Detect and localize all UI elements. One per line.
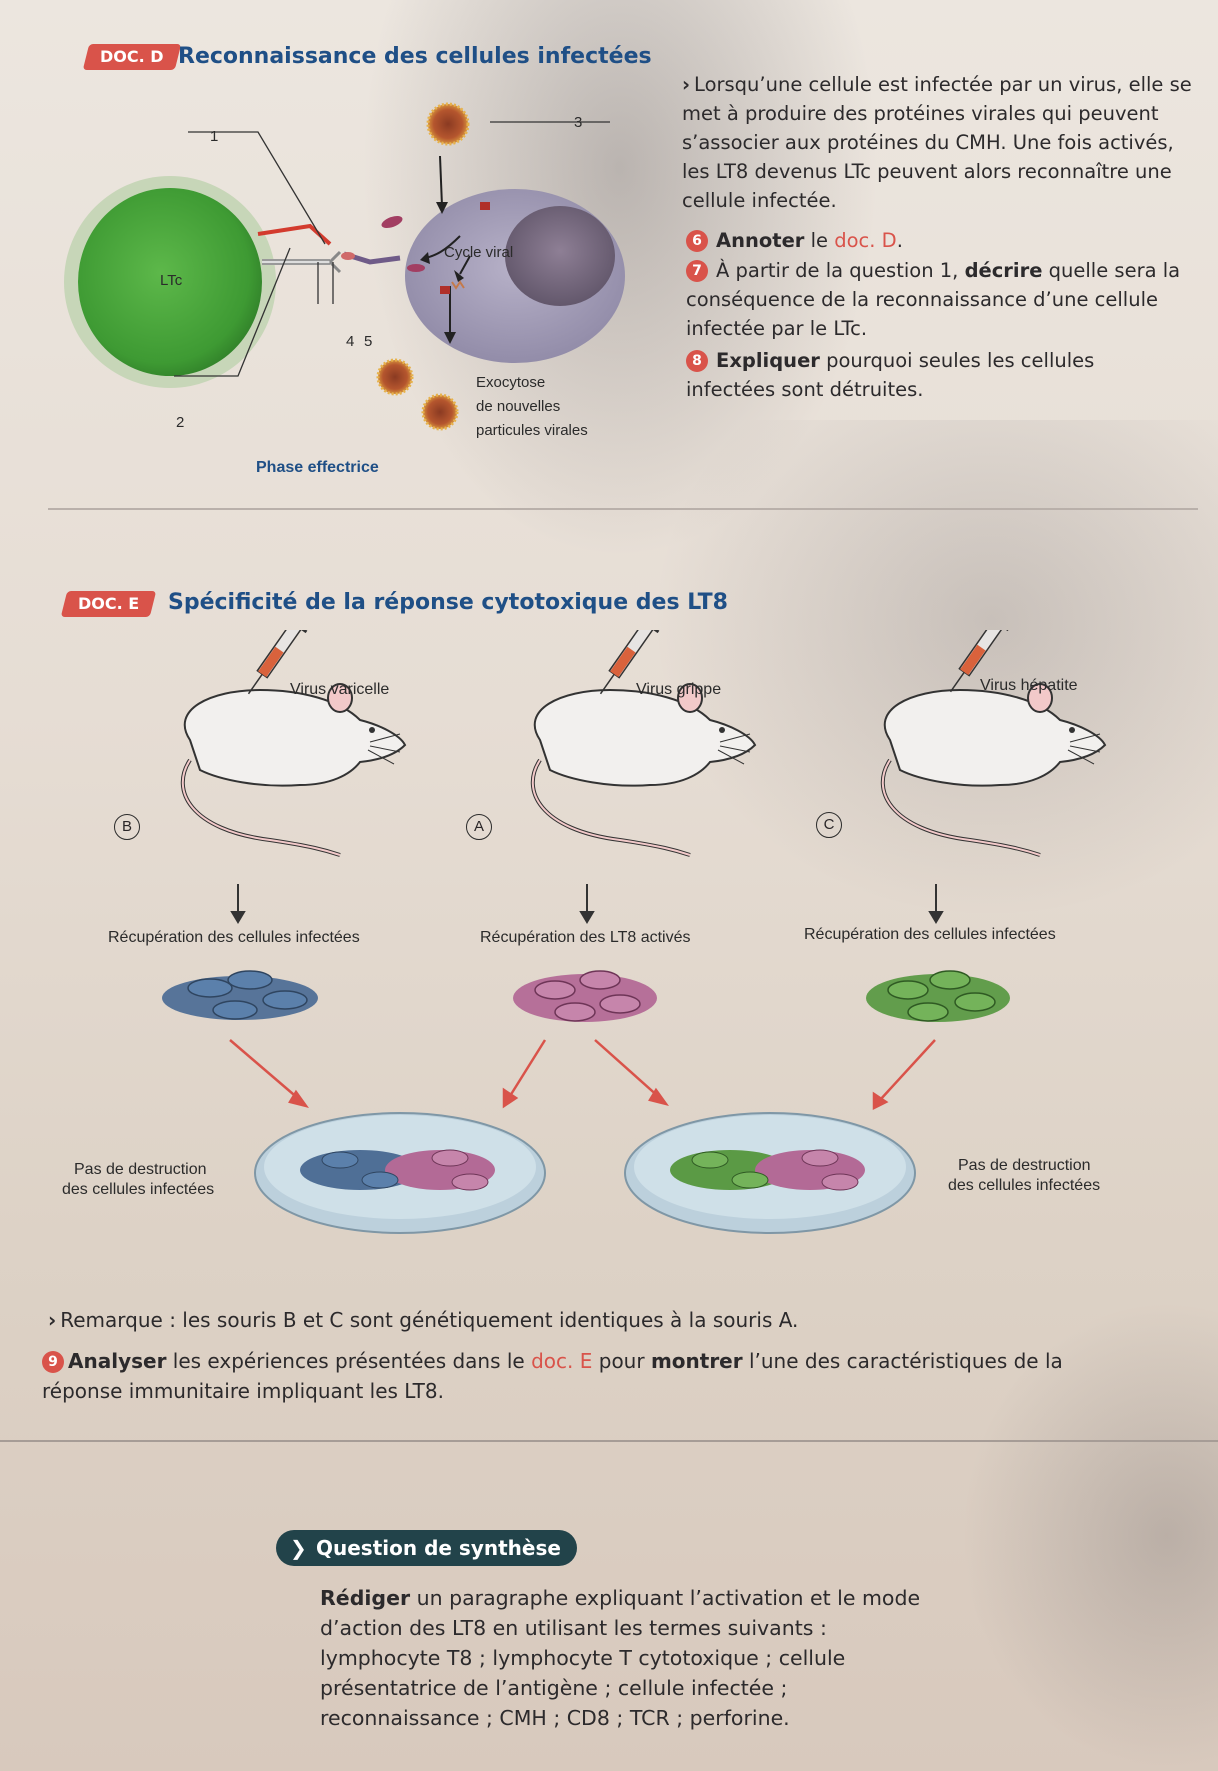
remark: ›Remarque : les souris B et C sont génét… — [48, 1308, 799, 1332]
virus-label-c: Virus hépatite — [980, 677, 1078, 694]
photo-shadow — [650, 420, 1218, 920]
exocytose-label-3: particules virales — [476, 422, 588, 439]
virus-particle — [376, 358, 414, 396]
blue-cell-cluster — [162, 970, 318, 1020]
exocytose-label-2: de nouvelles — [476, 398, 561, 415]
mouse-letter-a: A — [466, 814, 492, 840]
virus-particle — [426, 102, 470, 146]
recovery-label-c: Récupération des cellules infectées — [804, 926, 1056, 943]
mouse-a — [530, 682, 757, 857]
virus-label-b: Virus varicelle — [290, 681, 390, 698]
recognition-diagram — [64, 102, 625, 431]
pink-cell-cluster — [513, 970, 657, 1022]
mouse-b — [180, 682, 407, 857]
synthesis-question: Rédiger un paragraphe expliquant l’activ… — [320, 1586, 921, 1730]
mouse-letter-b: B — [114, 814, 140, 840]
exocytose-label: Exocytose — [476, 374, 546, 391]
experiment-diagram — [162, 630, 1107, 1234]
divider — [48, 508, 1198, 510]
label-2: 2 — [176, 414, 185, 431]
doc-d-title: Reconnaissance des cellules infectées — [178, 44, 652, 69]
petri-dish-right — [624, 1112, 916, 1234]
label-4: 4 — [346, 333, 355, 350]
label-3: 3 — [574, 114, 583, 131]
label-5: 5 — [364, 333, 373, 350]
green-cell-cluster — [866, 970, 1010, 1022]
result-right: Pas de destruction des cellules infectée… — [948, 1157, 1101, 1194]
tcr-receptor — [257, 223, 332, 246]
synthesis-badge: ❯Question de synthèse — [276, 1530, 577, 1566]
mouse-letter-c: C — [816, 812, 842, 838]
photo-shadow — [960, 1300, 1218, 1771]
doc-e-badge: DOC. E — [60, 591, 157, 617]
ltc-cell — [78, 188, 262, 376]
mouse-c — [880, 682, 1107, 857]
virus-label-a: Virus grippe — [636, 681, 722, 698]
recovery-label-a: Récupération des LT8 activés — [480, 929, 691, 946]
doc-e-title: Spécificité de la réponse cytotoxique de… — [168, 590, 728, 615]
doc-d-badge: DOC. D — [82, 44, 181, 70]
ltc-label: LTc — [160, 272, 183, 289]
recovery-label-b: Récupération des cellules infectées — [108, 929, 360, 946]
chevron-right-icon: ❯ — [290, 1536, 307, 1560]
cycle-label: Cycle viral — [444, 244, 514, 261]
nucleus — [505, 206, 615, 306]
petri-dish-left — [254, 1112, 546, 1234]
phase-label: Phase effectrice — [256, 459, 379, 476]
divider — [0, 1440, 1218, 1442]
doc-d-intro: ›Lorsqu’une cellule est infectée par un … — [682, 73, 1192, 212]
label-1: 1 — [210, 128, 219, 145]
virus-particle — [421, 393, 459, 431]
result-left: Pas de destruction des cellules infectée… — [62, 1161, 215, 1198]
